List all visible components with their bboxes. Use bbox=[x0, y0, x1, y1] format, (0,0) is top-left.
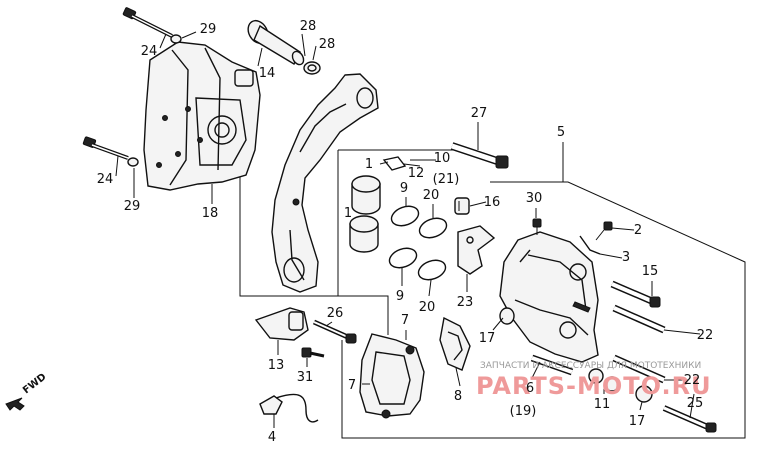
part-label-l4: 4 bbox=[268, 430, 276, 445]
part-label-l30: 30 bbox=[526, 191, 543, 206]
part-label-l20b: 20 bbox=[419, 300, 436, 315]
part-label-l10: 10 bbox=[434, 151, 451, 166]
washer-29-upper bbox=[170, 34, 182, 44]
screw-30 bbox=[532, 218, 542, 235]
part-label-l6: 6 bbox=[526, 381, 534, 396]
assembly-frame bbox=[239, 110, 746, 439]
bushing-17-lower bbox=[635, 385, 653, 403]
part-label-l7a: 7 bbox=[401, 313, 409, 328]
watermark: ЗАПЧАСТИ И АКСЕССУАРЫ ДЛЯ МОТОТЕХНИКИ PA… bbox=[476, 361, 712, 400]
part-label-l28a: 28 bbox=[300, 19, 317, 34]
watermark-brand: PARTS-MOTO.RU bbox=[476, 372, 712, 400]
caliper-body-left bbox=[143, 41, 261, 191]
part-label-l9a: 9 bbox=[400, 181, 408, 196]
part-label-l19: (19) bbox=[510, 404, 537, 419]
mount-13 bbox=[254, 307, 309, 341]
part-label-l25: 25 bbox=[687, 396, 704, 411]
screw-2 bbox=[595, 221, 613, 241]
seal-9-upper bbox=[390, 205, 420, 227]
brake-pad-7 bbox=[359, 333, 425, 419]
shim-8 bbox=[439, 316, 471, 371]
bushing-17-upper bbox=[499, 307, 515, 325]
part-label-l18: 18 bbox=[202, 206, 219, 221]
part-label-l22b: 22 bbox=[684, 373, 701, 388]
pin-14 bbox=[247, 19, 305, 66]
part-label-l1a: 1 bbox=[365, 157, 373, 172]
watermark-tagline: ЗАПЧАСТИ И АКСЕССУАРЫ ДЛЯ МОТОТЕХНИКИ bbox=[480, 361, 701, 371]
part-label-l27: 27 bbox=[471, 106, 488, 121]
part-label-l22a: 22 bbox=[697, 328, 714, 343]
part-label-l5: 5 bbox=[557, 125, 565, 140]
part-label-l31: 31 bbox=[297, 370, 314, 385]
piston-1-lower bbox=[349, 215, 379, 253]
fwd-arrow: FWD bbox=[5, 372, 48, 411]
bolt-24-lower bbox=[82, 136, 129, 160]
pin-6 bbox=[530, 354, 574, 376]
pin-22-upper bbox=[612, 304, 666, 334]
clip-4 bbox=[259, 393, 319, 423]
part-label-l24b: 24 bbox=[97, 172, 114, 187]
part-label-l7b: 7 bbox=[348, 378, 356, 393]
part-label-l20a: 20 bbox=[423, 188, 440, 203]
bolt-27 bbox=[450, 142, 509, 169]
part-label-l8: 8 bbox=[454, 389, 462, 404]
part-label-l28b: 28 bbox=[319, 37, 336, 52]
part-label-l29b: 29 bbox=[124, 199, 141, 214]
caliper-body-right bbox=[499, 231, 599, 363]
part-label-l3: 3 bbox=[622, 250, 630, 265]
caliper-bracket bbox=[271, 73, 379, 293]
bolt-25 bbox=[662, 405, 717, 433]
boot-28 bbox=[303, 61, 321, 75]
fwd-label: FWD bbox=[21, 372, 48, 397]
part-label-l21: (21) bbox=[433, 172, 460, 187]
part-label-l13: 13 bbox=[268, 358, 285, 373]
seal-20-upper bbox=[418, 217, 448, 239]
bolt-26 bbox=[312, 319, 357, 344]
screw-31 bbox=[301, 347, 325, 358]
pin-15 bbox=[610, 280, 661, 308]
part-label-l29a: 29 bbox=[200, 22, 217, 37]
bleeder-16 bbox=[454, 197, 470, 215]
seal-9-lower bbox=[388, 247, 418, 269]
part-label-l17b: 17 bbox=[629, 414, 646, 429]
spring-clip-3 bbox=[579, 235, 601, 255]
pin-22-lower bbox=[612, 354, 666, 384]
part-label-l1b: 1 bbox=[344, 206, 352, 221]
part-label-l26: 26 bbox=[327, 306, 344, 321]
bolt-24-upper bbox=[122, 7, 173, 38]
part-label-l11: 11 bbox=[594, 397, 611, 412]
pin-11 bbox=[588, 368, 620, 392]
part-label-l9b: 9 bbox=[396, 289, 404, 304]
piston-1-upper bbox=[351, 175, 381, 215]
part-label-l2: 2 bbox=[634, 223, 642, 238]
clip-12 bbox=[382, 156, 407, 171]
part-label-l23: 23 bbox=[457, 295, 474, 310]
washer-29-lower bbox=[127, 157, 139, 167]
leader-lines bbox=[115, 31, 701, 428]
shim-23 bbox=[457, 225, 496, 275]
seal-20-lower bbox=[417, 259, 447, 281]
part-label-l12: 12 bbox=[408, 166, 425, 181]
part-label-l24a: 24 bbox=[141, 44, 158, 59]
part-label-l14: 14 bbox=[259, 66, 276, 81]
part-label-l16: 16 bbox=[484, 195, 501, 210]
part-label-l17a: 17 bbox=[479, 331, 496, 346]
part-label-l15: 15 bbox=[642, 264, 659, 279]
